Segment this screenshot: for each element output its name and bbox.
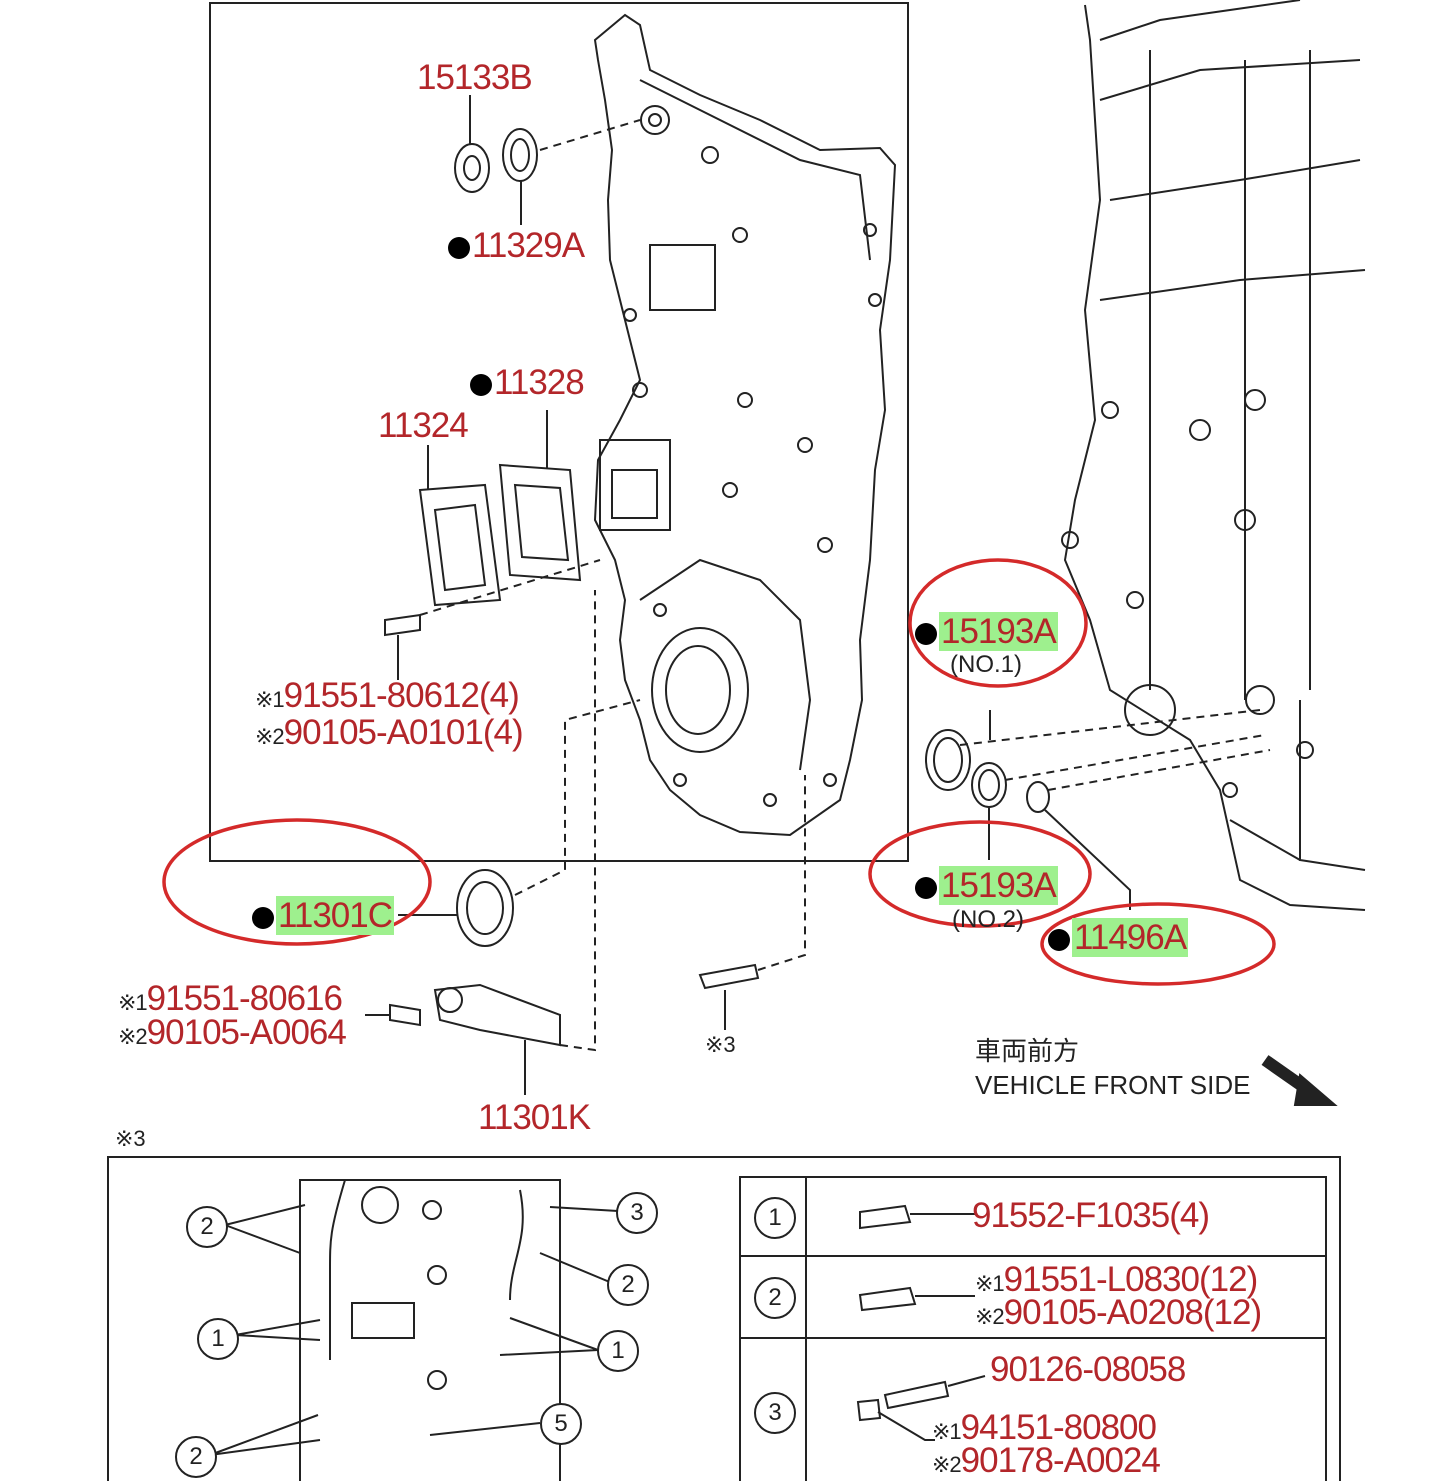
callout-3: 3 <box>616 1192 658 1234</box>
part-15133b: 15133B <box>417 58 533 97</box>
ref-note-3: ※3 <box>705 1032 736 1057</box>
dot-icon <box>915 622 937 645</box>
part-11324: 11324 <box>378 406 469 445</box>
main-frame <box>209 2 909 862</box>
callout-2: 2 <box>607 1264 649 1306</box>
marker-11496a <box>1040 902 1276 986</box>
table-part: ※194151-80800 <box>932 1408 1157 1447</box>
callout-1: 1 <box>597 1330 639 1372</box>
callout-5: 5 <box>540 1403 582 1445</box>
part-15193a-no2: 15193A <box>915 866 1058 905</box>
marker-15193a-no1 <box>908 558 1088 688</box>
dot-icon <box>252 906 274 929</box>
dot-icon <box>448 236 470 259</box>
table-part: ※290105-A0208(12) <box>975 1293 1262 1332</box>
part-15193a-no1: 15193A <box>915 612 1058 651</box>
part-11329a: 11329A <box>448 228 585 263</box>
table-part: ※191551-L0830(12) <box>975 1260 1258 1299</box>
table-part: ※290178-A0024 <box>932 1441 1161 1480</box>
table-row-num: 2 <box>754 1277 796 1319</box>
dot-icon <box>1048 928 1070 951</box>
callout-2: 2 <box>175 1436 217 1478</box>
timing-cover <box>593 13 897 837</box>
table-part: 90126-08058 <box>990 1350 1186 1389</box>
note-no2: (NO.2) <box>952 906 1024 933</box>
marker-11301c <box>162 818 432 946</box>
part-90105-a0064: ※290105-A0064 <box>118 1013 347 1052</box>
dot-icon <box>470 373 492 396</box>
callout-1: 1 <box>197 1318 239 1360</box>
callout-2: 2 <box>186 1206 228 1248</box>
direction-english: VEHICLE FRONT SIDE <box>975 1070 1251 1100</box>
bolt-table <box>739 1176 1327 1481</box>
detail-ref-3: ※3 <box>115 1126 146 1151</box>
table-part: 91552-F1035(4) <box>972 1196 1210 1235</box>
dot-icon <box>915 876 937 899</box>
part-11301c: 11301C <box>252 896 395 935</box>
part-91551-80616: ※191551-80616 <box>118 979 343 1018</box>
table-row-num: 3 <box>754 1392 796 1434</box>
part-11496a: 11496A <box>1048 918 1189 957</box>
detail-frame <box>107 1156 1341 1481</box>
part-11301k: 11301K <box>478 1098 591 1137</box>
part-90105-a0101: ※290105-A0101(4) <box>255 713 524 752</box>
note-no1: (NO.1) <box>950 651 1022 678</box>
engine-block <box>1063 4 1366 911</box>
part-91551-80612: ※191551-80612(4) <box>255 676 520 715</box>
table-row-num: 1 <box>754 1197 796 1239</box>
part-11328: 11328 <box>470 365 585 400</box>
direction-japanese: 車両前方 <box>975 1036 1080 1066</box>
marker-15193a-no2 <box>868 820 1092 928</box>
